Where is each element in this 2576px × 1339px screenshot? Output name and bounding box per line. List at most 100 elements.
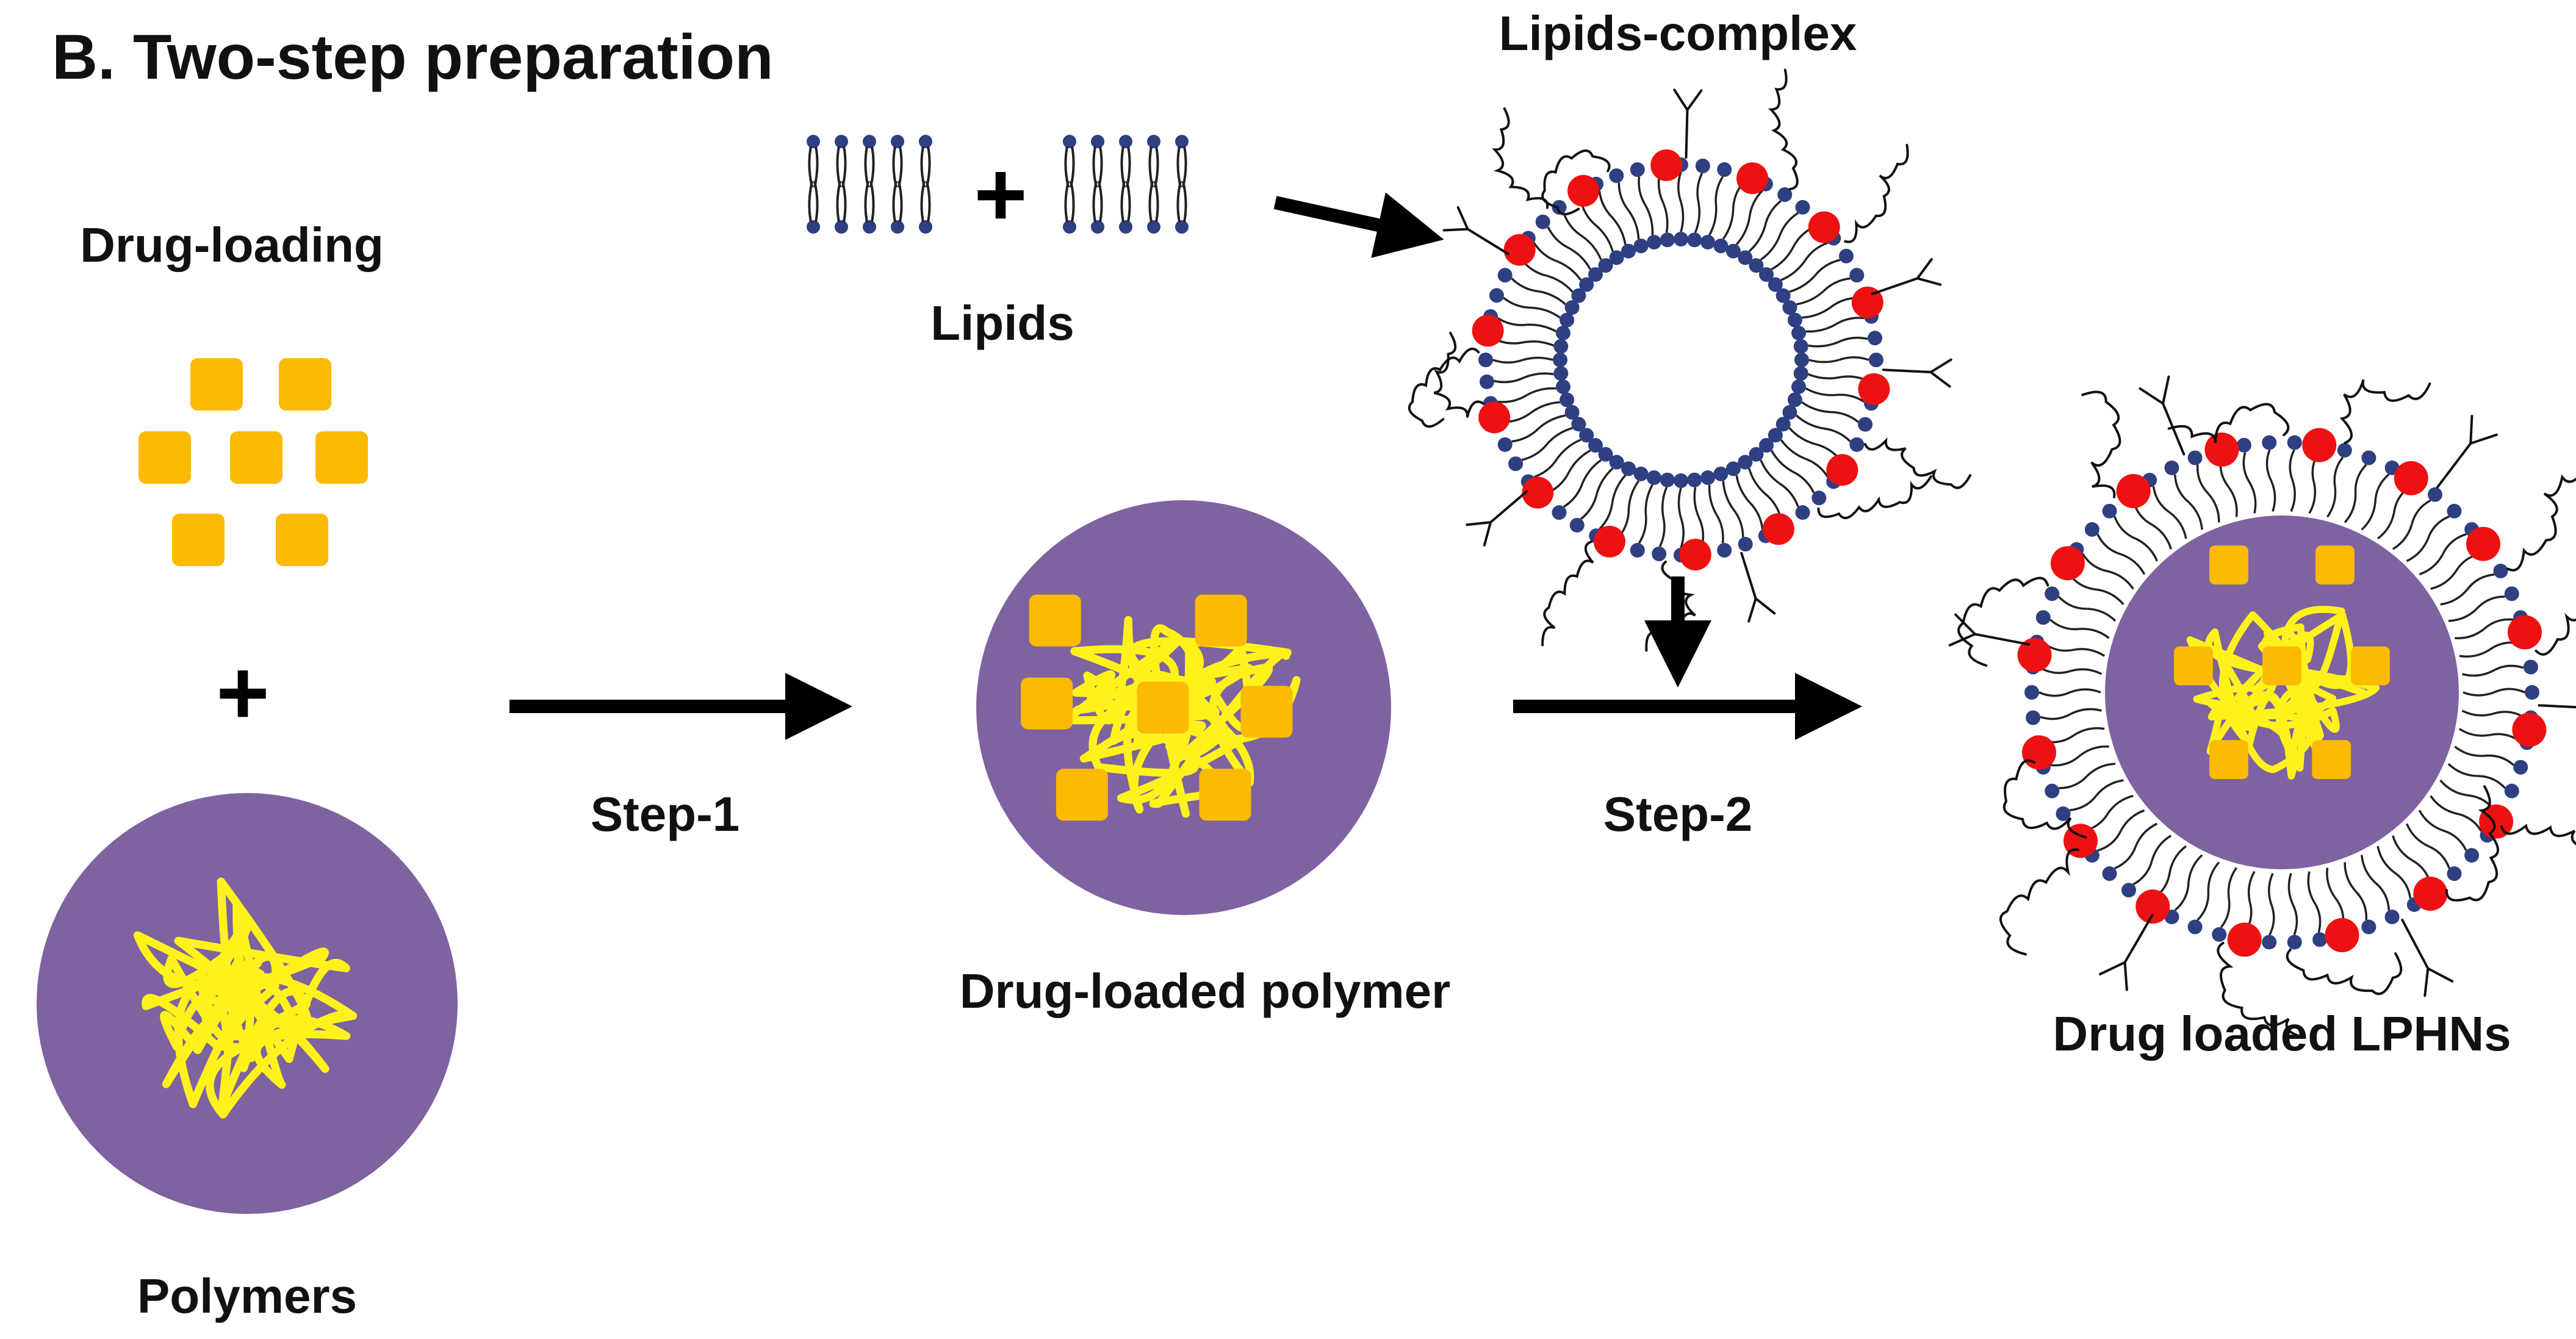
lipid-head: [2024, 685, 2039, 700]
lipid-tail: [1628, 481, 1638, 509]
peg-chain: [2082, 392, 2120, 497]
lipid-tail: [2269, 874, 2273, 904]
lipid-head: [1782, 300, 1797, 315]
lipid-tail: [1532, 307, 1560, 317]
lipid-head: [2525, 685, 2539, 700]
lipid-head: [1552, 505, 1566, 520]
lipid-head: [1478, 353, 1493, 367]
lipid-tail: [2121, 810, 2144, 830]
lipid-tail: [1839, 357, 1869, 360]
lipid-tail: [2108, 796, 2133, 814]
red-ligand: [2204, 433, 2239, 467]
red-ligand: [2302, 428, 2336, 462]
lipid-head: [1869, 353, 1883, 367]
lipid-tail: [2071, 669, 2101, 674]
lipid-tail: [1733, 509, 1743, 537]
lipid-tail: [1527, 325, 1556, 331]
lipid-tail: [809, 146, 817, 187]
lipid-head: [1634, 467, 1649, 481]
lipid-head: [1630, 162, 1645, 177]
drug-particle-icon: [2174, 647, 2213, 686]
lipid-tail: [2221, 897, 2229, 927]
lipid-tail: [2362, 502, 2375, 529]
lipid-tail: [2309, 483, 2315, 514]
lipid-tail: [1503, 298, 1531, 307]
lipid-tail: [2070, 689, 2101, 692]
lipid-tail: [1823, 428, 1850, 441]
ligand-arm: [1931, 360, 1951, 372]
lipid-tail: [2467, 575, 2494, 590]
lipid-tail: [2079, 747, 2109, 756]
ligand-stem: [1491, 491, 1527, 522]
lipid-tail: [1646, 485, 1652, 514]
lipid-tail: [1512, 278, 1539, 291]
lipid-head: [1063, 220, 1076, 234]
lipid-tail: [1779, 213, 1798, 236]
lipid-head: [1660, 232, 1675, 247]
peg-chain: [1434, 333, 1483, 417]
lipid-head: [1849, 437, 1864, 452]
lipid-head: [1849, 268, 1864, 282]
red-ligand: [2228, 922, 2262, 957]
ligand-arm: [2425, 969, 2428, 996]
lipid-tail: [1793, 472, 1814, 493]
lipid-tail: [2098, 830, 2121, 850]
lipid-tail: [1597, 468, 1613, 494]
lipid-tail: [2121, 555, 2144, 575]
lipid-tail: [2243, 453, 2250, 483]
ligand-stem: [2125, 915, 2153, 963]
lipid-tail: [1736, 218, 1749, 245]
ligand-stem: [1883, 370, 1931, 372]
drug-particle-icon: [1241, 686, 1293, 738]
lipid-head: [2212, 927, 2226, 942]
drug-particle-group: [139, 358, 368, 566]
drug-particle-icon: [1029, 595, 1081, 647]
lipid-tail: [1771, 248, 1793, 270]
lipid-tail: [2494, 689, 2525, 692]
lipid-head: [2164, 461, 2179, 475]
lipid-tail: [1716, 177, 1722, 206]
lipid-head: [1726, 461, 1741, 476]
lipid-tail: [2345, 494, 2356, 522]
peg-chain: [2001, 850, 2078, 955]
lipid-head: [891, 135, 904, 148]
lipid-tail: [1583, 237, 1602, 260]
lipid-tail: [2087, 764, 2115, 776]
lipid-tail: [2493, 666, 2524, 670]
lipid-tail: [2428, 517, 2449, 539]
lipid-tail: [2108, 571, 2133, 589]
lipid-tail: [1804, 243, 1827, 262]
lipid-tail: [921, 146, 929, 187]
lipid-tail: [2208, 494, 2219, 522]
lipid-tail: [1694, 487, 1699, 517]
lipid-tail: [2393, 525, 2412, 549]
lipid-head: [1794, 339, 1808, 354]
lipid-tail: [2115, 517, 2136, 539]
red-ligand: [1808, 211, 1840, 243]
lipid-head: [1687, 232, 1702, 247]
lipid-tail: [1796, 292, 1823, 304]
lipid-head: [2188, 451, 2203, 465]
lipid-tail: [2175, 475, 2189, 502]
lipid-head: [2513, 760, 2528, 775]
lipid-head: [1091, 220, 1104, 234]
lipid-head: [2188, 919, 2203, 934]
lipid-head: [863, 220, 876, 234]
lipid-tail: [1761, 237, 1780, 260]
lipid-tail: [1539, 292, 1566, 304]
lipid-tail: [2455, 629, 2484, 638]
lipid-head: [2045, 586, 2059, 601]
red-ligand: [2512, 713, 2546, 747]
lipid-head: [1717, 162, 1732, 177]
red-ligand: [1680, 539, 1711, 570]
lipid-tail: [2407, 824, 2428, 846]
lipid-head: [1609, 168, 1624, 183]
lipid-tail: [865, 146, 873, 187]
lipid-bilayer-icon: [1063, 135, 1189, 234]
drug-loaded-polymer-icon: [976, 500, 1391, 915]
drug-particle-icon: [2262, 647, 2301, 686]
lipid-tail: [2378, 512, 2394, 539]
lipid-head: [1498, 437, 1513, 452]
lipid-tail: [2419, 810, 2442, 830]
red-ligand: [2466, 527, 2500, 561]
